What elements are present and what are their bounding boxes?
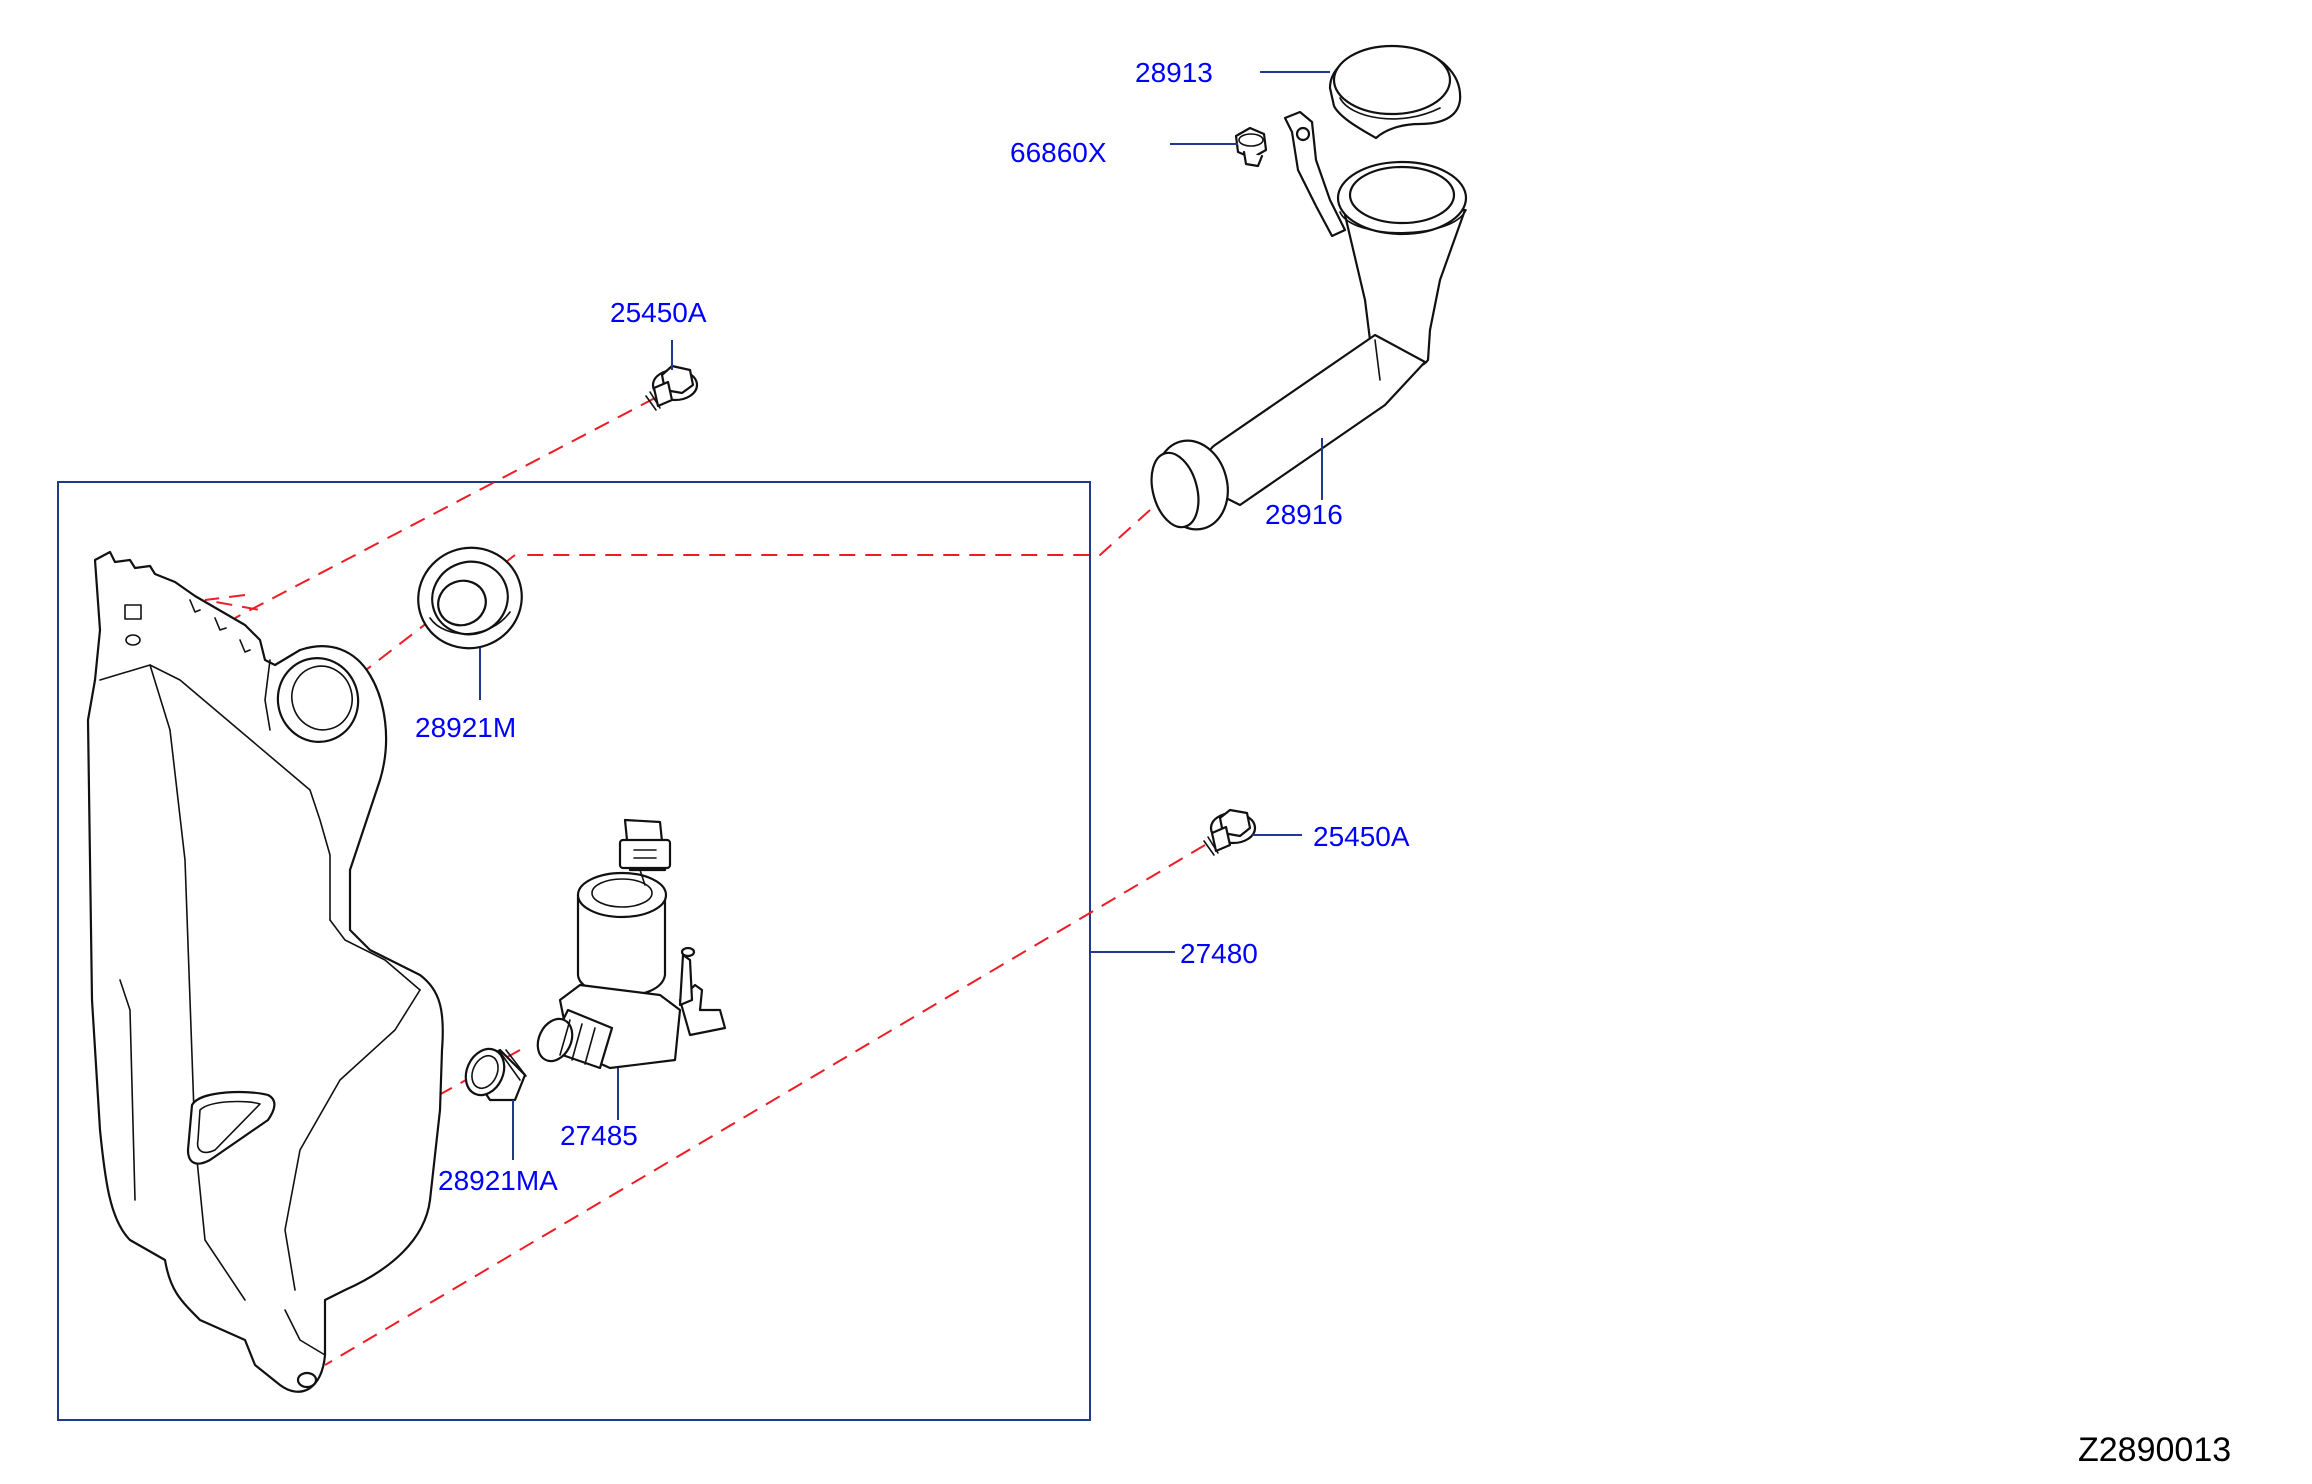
label-28921ma[interactable]: 28921MA [438, 1165, 558, 1196]
diagram-id: Z2890013 [2078, 1431, 2231, 1469]
bolt-25450a-upper[interactable] [645, 364, 699, 411]
label-28913[interactable]: 28913 [1135, 57, 1213, 88]
part-labels: 28913 66860X 25450A 28916 28921M 25450A … [415, 57, 1410, 1196]
label-27480[interactable]: 27480 [1180, 938, 1258, 969]
leader-lines [479, 71, 1330, 1160]
washer-tank-27480[interactable] [86, 550, 444, 1393]
grommet-28921m[interactable] [404, 533, 536, 663]
bolt-25450a-right[interactable] [1203, 808, 1257, 856]
bracket-nut-66860x[interactable] [1234, 110, 1347, 238]
washer-pump-27485[interactable] [531, 818, 727, 1070]
label-66860x[interactable]: 66860X [1010, 137, 1107, 168]
label-27485[interactable]: 27485 [560, 1120, 638, 1151]
label-28916[interactable]: 28916 [1265, 499, 1343, 530]
label-28921m[interactable]: 28921M [415, 712, 516, 743]
label-25450a-upper[interactable]: 25450A [610, 297, 707, 328]
washer-cap-28913[interactable] [1328, 44, 1462, 140]
grommet-28921ma[interactable] [459, 1043, 527, 1102]
label-25450a-right[interactable]: 25450A [1313, 821, 1410, 852]
filler-pipe-28916[interactable] [1144, 160, 1468, 538]
